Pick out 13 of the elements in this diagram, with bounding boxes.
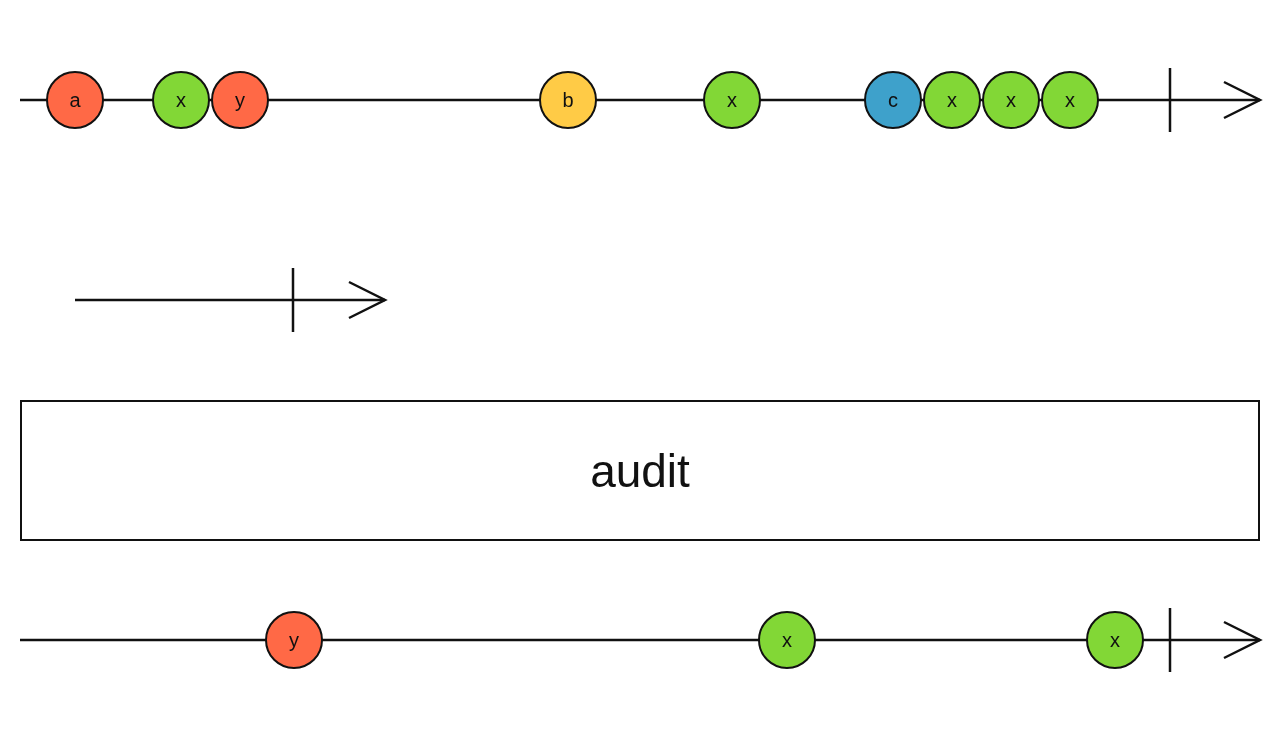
marble: c [864,71,922,129]
operator-box: audit [20,400,1260,541]
marble: x [703,71,761,129]
marble: x [923,71,981,129]
marble: y [265,611,323,669]
marble: x [982,71,1040,129]
marble: y [211,71,269,129]
marble: x [152,71,210,129]
marble: b [539,71,597,129]
marble: x [758,611,816,669]
marble: x [1041,71,1099,129]
marble: a [46,71,104,129]
marble: x [1086,611,1144,669]
